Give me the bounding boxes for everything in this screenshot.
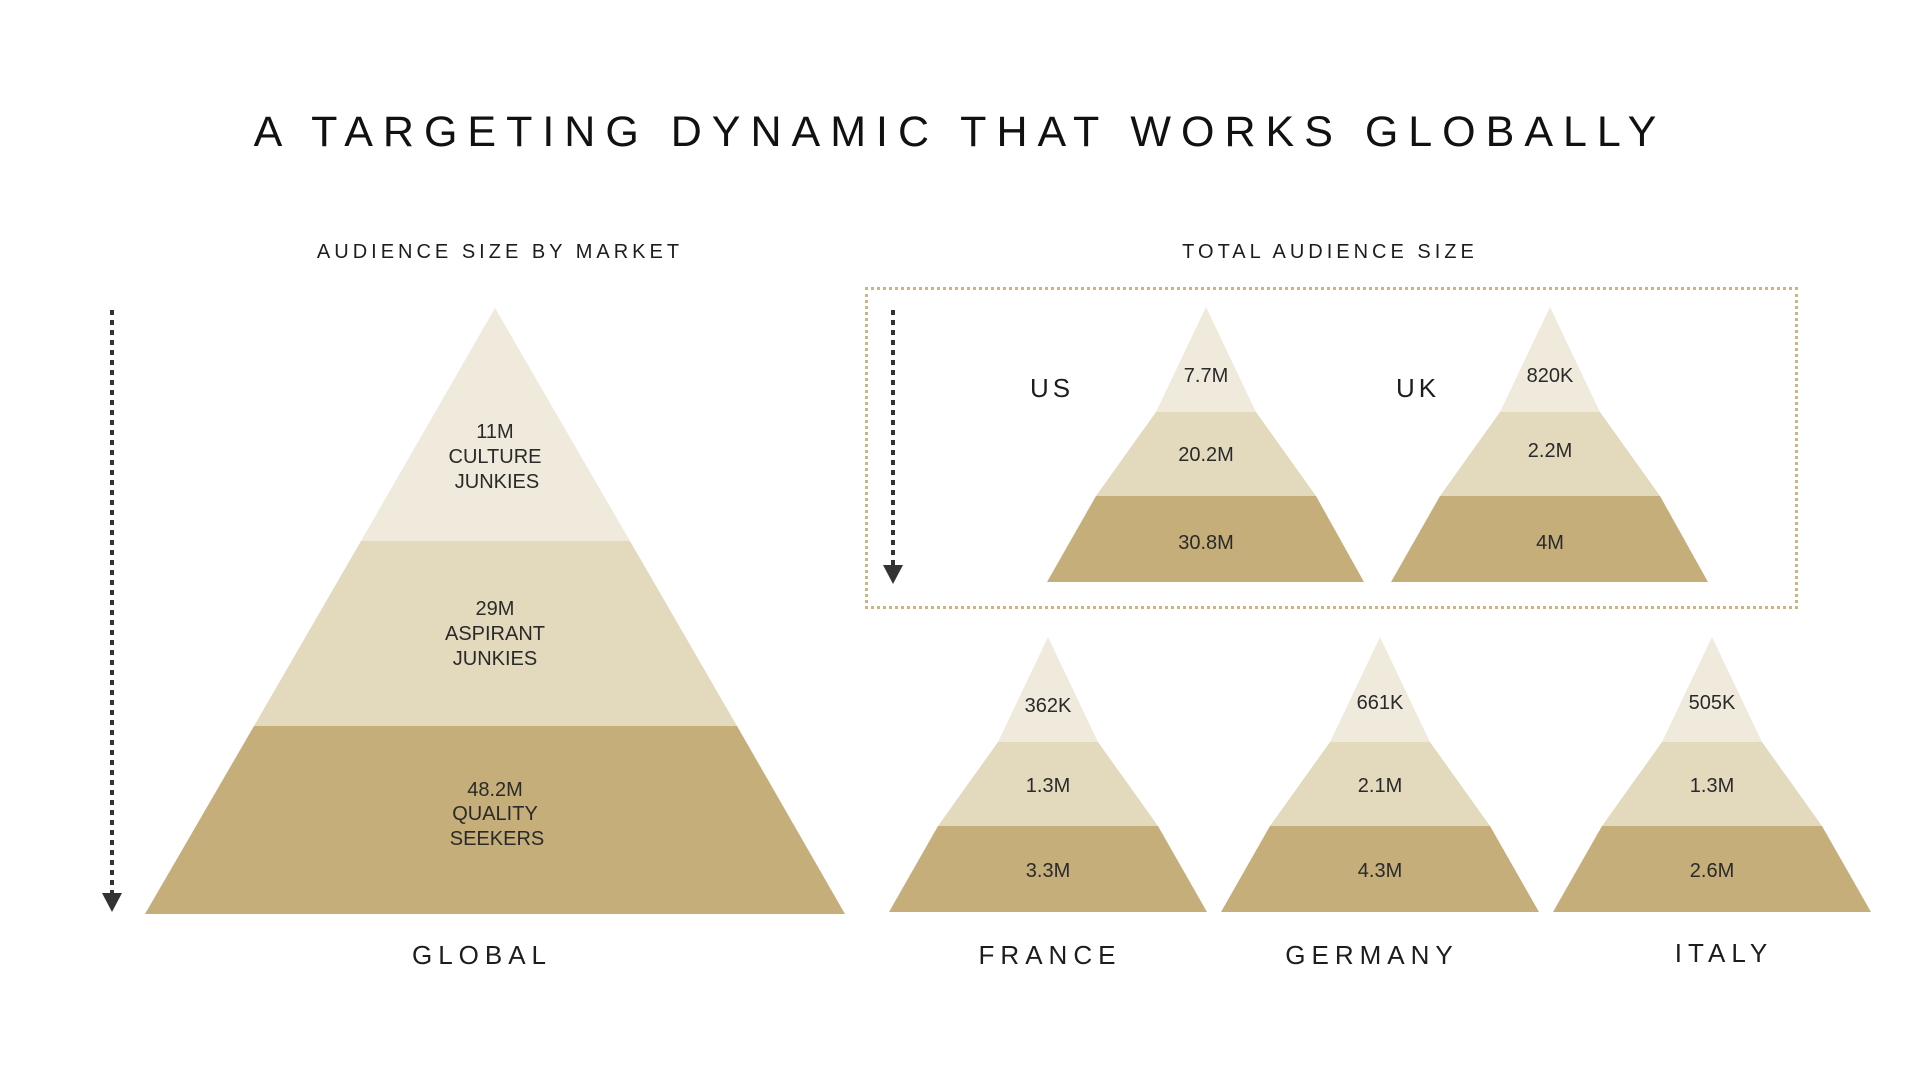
global-tier-middle-value: 29M xyxy=(476,598,515,620)
france-label: FRANCE xyxy=(978,940,1122,970)
italy-tier-bottom xyxy=(1553,826,1871,912)
france-pyramid: 362K 1.3M 3.3M xyxy=(889,637,1207,912)
us-tier-bottom xyxy=(1047,496,1364,582)
italy-pyramid: 505K 1.3M 2.6M xyxy=(1553,637,1871,912)
global-tier-bottom-label-1: QUALITY xyxy=(452,803,538,825)
italy-tier-top xyxy=(1662,637,1762,742)
france-tier-top-value: 362K xyxy=(1025,695,1072,717)
germany-tier-bottom-value: 4.3M xyxy=(1358,860,1402,882)
us-pyramid: 7.7M 20.2M 30.8M xyxy=(1047,307,1364,582)
page-title: A TARGETING DYNAMIC THAT WORKS GLOBALLY xyxy=(253,108,1667,156)
uk-tier-bottom-value: 4M xyxy=(1536,532,1564,554)
uk-tier-top-value: 820K xyxy=(1527,365,1574,387)
france-tier-bottom-value: 3.3M xyxy=(1026,860,1070,882)
audience-by-market-subtitle: AUDIENCE SIZE BY MARKET xyxy=(316,241,684,263)
total-audience-box xyxy=(865,287,1798,609)
total-arrowhead xyxy=(883,565,903,584)
uk-tier-middle-value: 2.2M xyxy=(1528,440,1572,462)
total-audience-subtitle: TOTAL AUDIENCE SIZE xyxy=(1182,241,1478,263)
us-tier-middle-value: 20.2M xyxy=(1178,444,1234,466)
germany-pyramid: 661K 2.1M 4.3M xyxy=(1221,637,1539,912)
global-tier-bottom xyxy=(145,726,845,914)
global-tier-middle-label-1: ASPIRANT xyxy=(445,623,545,645)
us-label: US xyxy=(1030,373,1075,403)
uk-tier-middle xyxy=(1440,412,1660,496)
germany-tier-top xyxy=(1330,637,1430,742)
uk-label: UK xyxy=(1396,373,1441,403)
germany-tier-middle-value: 2.1M xyxy=(1358,775,1402,797)
italy-tier-top-value: 505K xyxy=(1689,692,1736,714)
germany-tier-middle xyxy=(1270,742,1490,826)
uk-tier-top xyxy=(1500,307,1600,412)
france-tier-top xyxy=(998,637,1098,742)
germany-label: GERMANY xyxy=(1285,940,1459,970)
us-tier-middle xyxy=(1096,412,1316,496)
global-tier-middle-label-2: JUNKIES xyxy=(453,648,537,670)
global-pyramid: 11M CULTURE JUNKIES 29M ASPIRANT JUNKIES… xyxy=(145,308,845,914)
germany-tier-bottom xyxy=(1221,826,1539,912)
global-arrowhead xyxy=(102,893,122,912)
italy-label: ITALY xyxy=(1674,938,1774,968)
global-tier-top-label-1: CULTURE xyxy=(449,446,542,468)
us-tier-bottom-value: 30.8M xyxy=(1178,532,1234,554)
france-tier-middle xyxy=(938,742,1158,826)
global-tier-bottom-label-2: SEEKERS xyxy=(450,828,544,850)
global-tier-top xyxy=(361,308,630,541)
italy-tier-bottom-value: 2.6M xyxy=(1690,860,1734,882)
uk-tier-bottom xyxy=(1391,496,1708,582)
uk-pyramid: 820K 2.2M 4M xyxy=(1391,307,1708,582)
global-tier-top-value: 11M xyxy=(476,421,513,443)
italy-tier-middle-value: 1.3M xyxy=(1690,775,1734,797)
france-tier-middle-value: 1.3M xyxy=(1026,775,1070,797)
global-tier-bottom-value: 48.2M xyxy=(467,779,523,801)
global-tier-middle xyxy=(254,541,737,726)
france-tier-bottom xyxy=(889,826,1207,912)
us-tier-top-value: 7.7M xyxy=(1184,365,1228,387)
italy-tier-middle xyxy=(1602,742,1822,826)
global-label: GLOBAL xyxy=(411,940,553,970)
us-tier-top xyxy=(1156,307,1256,412)
germany-tier-top-value: 661K xyxy=(1357,692,1404,714)
global-tier-top-label-2: JUNKIES xyxy=(455,471,539,493)
